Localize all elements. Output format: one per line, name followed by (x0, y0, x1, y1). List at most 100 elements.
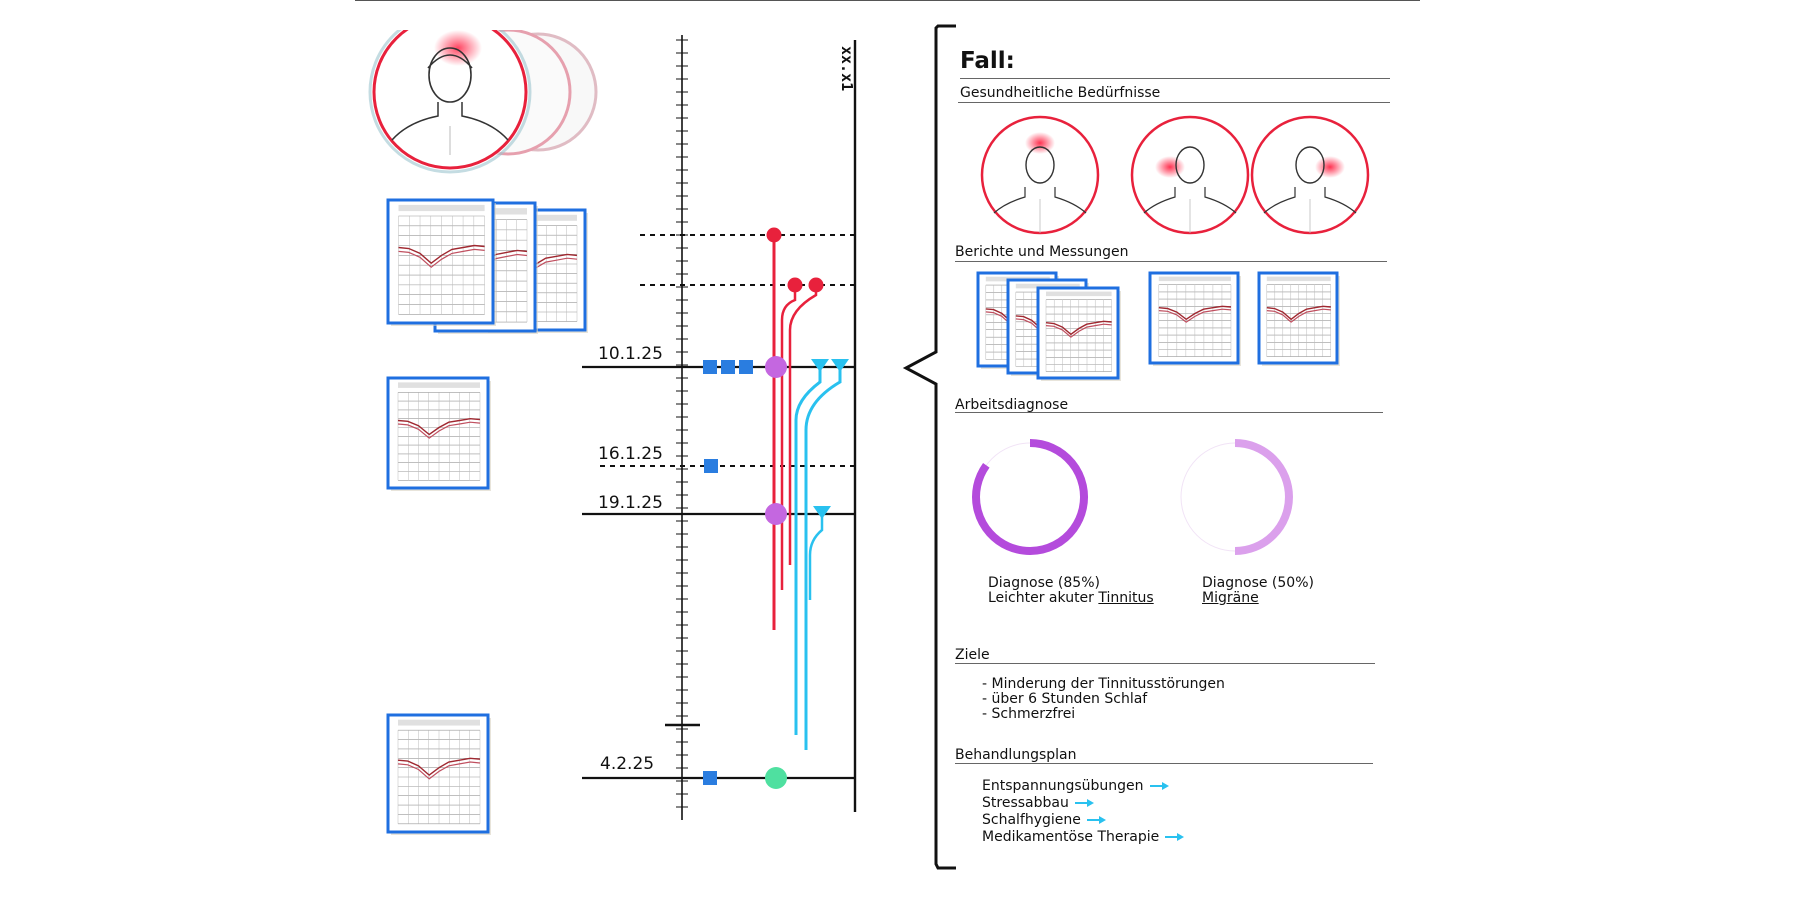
case-title: Fall: (960, 48, 1015, 74)
diagnosis-square-icon (703, 771, 717, 785)
diagnosis-square-icon (703, 360, 717, 374)
plan-item-1-label: Entspannungsübungen (982, 778, 1144, 794)
card-frame (1036, 286, 1120, 380)
diagnosis-square-icon (704, 459, 718, 473)
head-outline (1295, 146, 1325, 184)
therapy-triangle-icon (831, 359, 849, 372)
followup-dot-icon (765, 767, 787, 789)
goals-list: - Minderung der Tinnitusstörungen - über… (982, 677, 1225, 722)
therapy-triangle-icon (811, 359, 829, 372)
head-pain-icon (1130, 115, 1250, 235)
goal-1: - Minderung der Tinnitusstörungen (982, 676, 1225, 692)
report-audiogram-cards (976, 271, 1340, 381)
therapy-triangle-icon (813, 506, 831, 519)
section-reports: Berichte und Messungen (955, 244, 1129, 260)
goal-3: - Schmerzfrei (982, 706, 1076, 722)
cyan-track (804, 367, 842, 750)
head-outline (1025, 146, 1055, 184)
plan-item-2[interactable]: Stressabbau (982, 795, 1185, 812)
timeline-vertical-label: xx.x1 (838, 46, 856, 92)
hearing-curve-left (397, 761, 481, 780)
red-track (788, 285, 818, 565)
hearing-curve-left (1045, 323, 1112, 338)
date-label-3: 19.1.25 (598, 493, 663, 513)
cyan-track (808, 514, 824, 600)
hearing-curve-right (1045, 320, 1112, 336)
section-working-diagnosis: Arbeitsdiagnose (955, 397, 1069, 413)
diagnosis-1-gauge (972, 439, 1089, 555)
plan-item-1[interactable]: Entspannungsübungen (982, 778, 1185, 795)
audiogram-card-front (386, 198, 496, 326)
reports-rule (955, 261, 1387, 262)
cyan-track (794, 367, 822, 735)
gauge-arc (1234, 439, 1293, 555)
shoulders (993, 187, 1087, 214)
head-stack-icon (368, 30, 598, 174)
gauge-arc (972, 439, 1089, 555)
date-label-4: 4.2.25 (600, 754, 655, 774)
pain-spot (1315, 156, 1345, 178)
section-treatment-plan: Behandlungsplan (955, 747, 1077, 763)
diagnosis-2-name: Migräne (1202, 590, 1259, 606)
arrow-right-icon (1149, 781, 1170, 791)
diagnosis-square-icon (721, 360, 735, 374)
consultation-dot-icon (765, 356, 787, 378)
card-frame (386, 198, 495, 325)
report-audiogram-2 (1148, 271, 1241, 366)
arrow-right-icon (1165, 832, 1185, 842)
head-pain-icon (980, 115, 1100, 235)
clinical-event-dot-icon (766, 227, 782, 243)
card-header-strip (1015, 283, 1080, 289)
card-header-strip (1046, 291, 1112, 297)
plan-list: Entspannungsübungen Stressabbau Schalfhy… (982, 778, 1185, 846)
timeline-chart (582, 35, 860, 820)
card-header-strip (398, 382, 480, 388)
card-frame (1257, 271, 1339, 365)
arrow-right-icon (1086, 815, 1107, 825)
report-audiogram-front (1036, 286, 1121, 381)
plan-item-3[interactable]: Schalfhygiene (982, 812, 1185, 829)
goals-rule (955, 663, 1375, 664)
health-needs-rule (958, 102, 1390, 103)
hearing-curve-right (1266, 305, 1331, 321)
plan-item-4[interactable]: Medikamentöse Therapie (982, 829, 1185, 846)
report-audiogram-3 (1257, 271, 1340, 366)
section-goals: Ziele (955, 647, 990, 663)
hearing-curve-left (397, 421, 481, 439)
hearing-curve-right (397, 757, 481, 777)
diagnosis-1-text: Diagnose (85%) Leichter akuter Tinnitus (988, 576, 1154, 606)
diagnosis-2-gauge (1180, 439, 1293, 555)
clinical-event-dot-icon (808, 277, 824, 293)
hearing-curve-right (398, 244, 485, 265)
shoulders (1263, 187, 1357, 214)
diagnosis-2-text: Diagnose (50%) Migräne (1202, 576, 1314, 606)
card-header-strip (398, 719, 480, 726)
consultation-dot-icon (765, 503, 787, 525)
red-track (780, 285, 797, 590)
hearing-curve-left (398, 248, 485, 268)
pain-spot (1155, 156, 1185, 178)
audiogram-card-3 (386, 713, 491, 835)
curly-brace-icon (902, 24, 956, 870)
plan-item-2-label: Stressabbau (982, 795, 1069, 811)
hearing-curve-left (1158, 308, 1232, 323)
diagnosis-2-name-line: Migräne (1202, 591, 1314, 606)
card-frame (386, 376, 490, 490)
audiogram-card-2 (386, 376, 491, 491)
diagnosis-2-label: Diagnose (50%) (1202, 575, 1314, 591)
hearing-curve-left (1266, 308, 1331, 323)
clinical-event-dot-icon (787, 277, 803, 293)
card-frame (1148, 271, 1240, 365)
diagnosis-1-label: Diagnose (85%) (988, 575, 1100, 591)
diagnosis-gauges (972, 439, 1293, 555)
card-frame (386, 713, 490, 834)
goal-2: - über 6 Stunden Schlaf (982, 691, 1148, 707)
plan-item-4-label: Medikamentöse Therapie (982, 829, 1160, 845)
diagnosis-square-icon (739, 360, 753, 374)
health-needs-heads (980, 115, 1370, 235)
hearing-curve-right (1158, 305, 1232, 321)
section-health-needs: Gesundheitliche Bedürfnisse (960, 85, 1161, 101)
pain-spot (1025, 132, 1055, 154)
date-label-1: 10.1.25 (598, 344, 663, 364)
